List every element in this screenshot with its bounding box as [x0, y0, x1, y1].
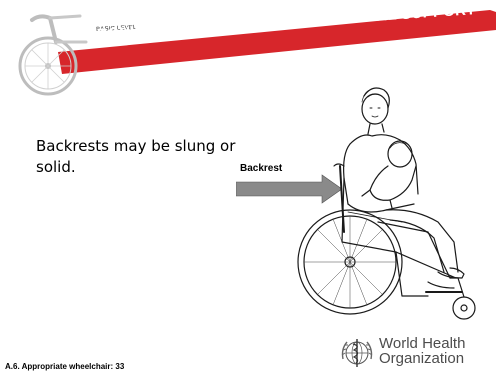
who-emblem-icon [339, 335, 375, 371]
wheelchair-wheel-icon [10, 8, 102, 100]
who-name-line1: World Health [379, 336, 465, 351]
caregiver-with-child-in-wheelchair-illustration [278, 82, 490, 332]
who-name-line2: Organization [379, 351, 465, 366]
body-text: Backrests may be slung or solid. [36, 136, 246, 178]
who-logo: World Health Organization [339, 333, 493, 373]
backrest-callout-label: Backrest [240, 163, 282, 174]
who-name: World Health Organization [379, 336, 465, 366]
footer-slide-number: A.6. Appropriate wheelchair: 33 [5, 362, 124, 371]
